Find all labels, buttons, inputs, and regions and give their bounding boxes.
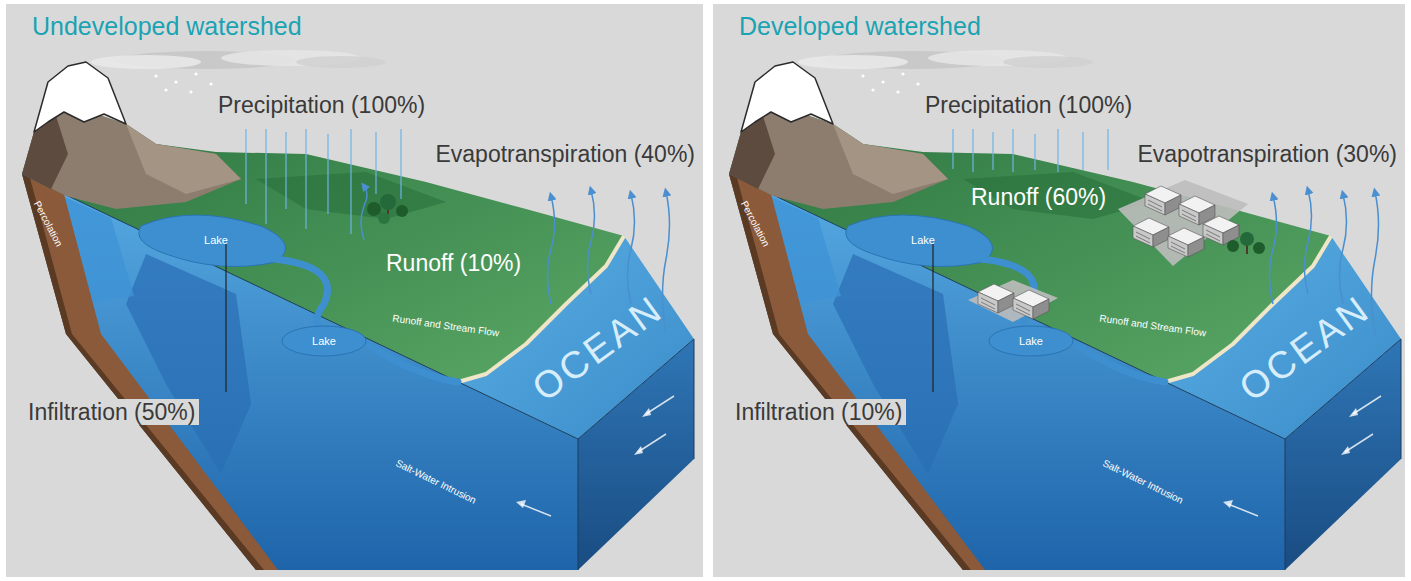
leader-line xyxy=(225,244,226,392)
flow-label: Precipitation (100%) xyxy=(925,92,1132,118)
pavement xyxy=(968,180,1248,322)
trees xyxy=(367,194,408,224)
trees xyxy=(1227,232,1265,254)
watershed-illustration xyxy=(6,4,703,577)
flow-label: Evapotranspiration (40%) xyxy=(435,141,695,167)
flow-label: Evapotranspiration (30%) xyxy=(1137,141,1397,167)
lake-label: Lake xyxy=(1019,335,1043,348)
leader-line xyxy=(932,244,933,392)
flow-label: Runoff (10%) xyxy=(386,250,521,276)
panel-title: Developed watershed xyxy=(739,12,981,41)
lake-label: Lake xyxy=(911,234,935,247)
watershed-illustration xyxy=(713,4,1405,577)
lake-label: Lake xyxy=(204,234,228,247)
flow-label: Infiltration (50%) xyxy=(24,399,199,425)
panel-title: Undeveloped watershed xyxy=(32,12,302,41)
lake-label: Lake xyxy=(312,335,336,348)
flow-label: Infiltration (10%) xyxy=(731,399,906,425)
flow-label: Precipitation (100%) xyxy=(218,92,425,118)
flow-label: Runoff (60%) xyxy=(971,184,1106,210)
